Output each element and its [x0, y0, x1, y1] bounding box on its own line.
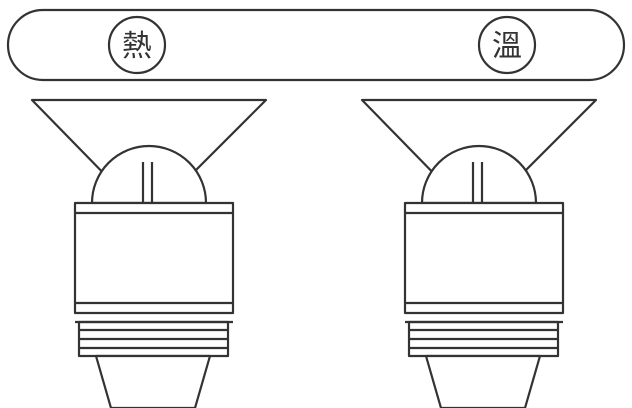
top-bar — [6, 8, 626, 82]
right-body — [403, 201, 565, 315]
left-dome — [90, 144, 208, 205]
right-dome — [420, 144, 538, 205]
hot-label-badge: 熱 — [107, 15, 167, 75]
warm-label-badge: 溫 — [477, 15, 537, 75]
left-faucet — [30, 98, 268, 408]
left-body — [73, 201, 235, 315]
left-spout — [94, 354, 212, 408]
warm-label: 溫 — [492, 29, 522, 64]
right-faucet — [360, 98, 598, 408]
hot-label: 熱 — [122, 29, 152, 64]
right-spout — [424, 354, 542, 408]
